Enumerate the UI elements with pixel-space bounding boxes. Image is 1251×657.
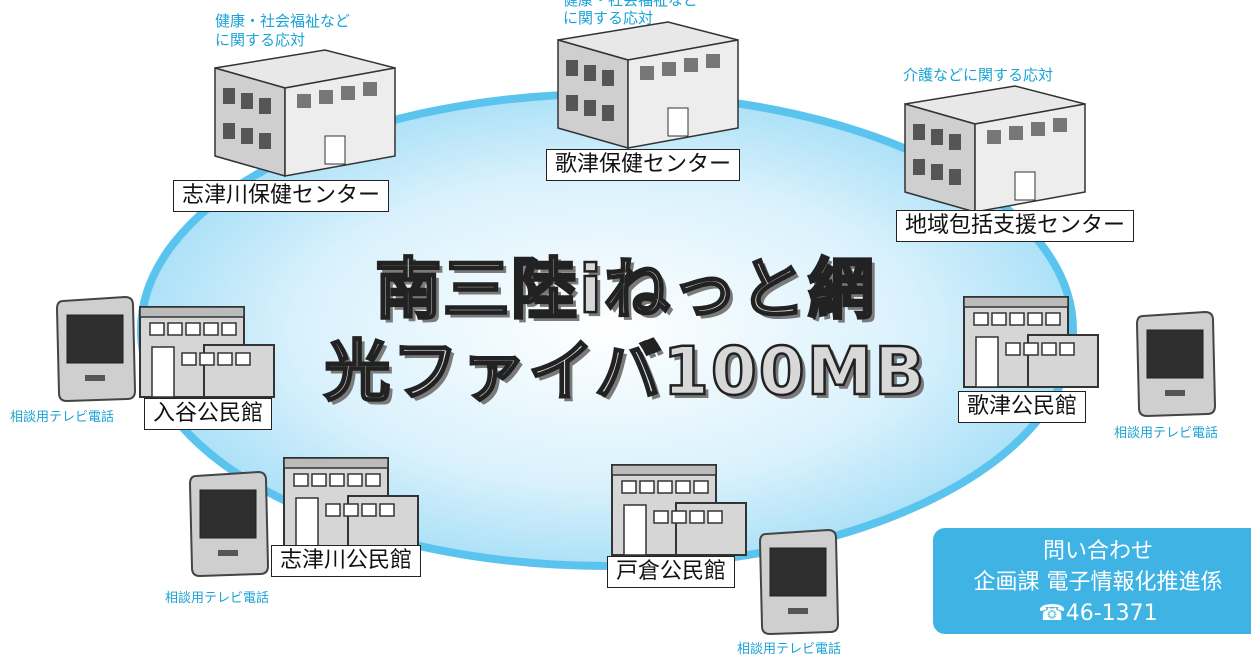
label-iriya-community-hall: 入谷公民館 (144, 398, 273, 430)
label-shizugawa-community-hall: 志津川公民館 (271, 545, 422, 577)
building-utatsu-community-hall (963, 296, 1099, 388)
building-shizugawa-community-hall (283, 457, 419, 549)
contact-heading: 問い合わせ (1042, 539, 1153, 564)
videophone-caption: 相談用テレビ電話 (10, 410, 115, 425)
building-regional-support-center (904, 85, 1086, 213)
building-tokura-community-hall (611, 464, 747, 556)
videophone-icon (188, 470, 270, 578)
videophone-icon (55, 295, 137, 403)
network-title-line2: 光ファイバ100MB (323, 332, 927, 412)
utatsu-health-caption-line2: に関する応対 (563, 9, 654, 27)
label-utatsu-health-center: 歌津保健センター (546, 149, 741, 181)
label-tokura-community-hall: 戸倉公民館 (607, 556, 736, 588)
label-shizugawa-health-center: 志津川保健センター (173, 180, 390, 212)
building-iriya-community-hall (139, 306, 275, 398)
contact-phone[interactable]: ☎46-1371 (1038, 601, 1158, 626)
videophone-caption: 相談用テレビ電話 (1114, 426, 1219, 441)
building-shizugawa-health-center (214, 49, 396, 177)
videophone-caption: 相談用テレビ電話 (165, 591, 270, 606)
contact-box: 問い合わせ 企画課 電子情報化推進係 ☎46-1371 (933, 528, 1251, 634)
shizugawa-health-caption-line1: 健康・社会福祉など (215, 12, 351, 30)
network-title-line1: 南三陸iねっと網 (374, 250, 876, 330)
building-utatsu-health-center (557, 21, 739, 149)
videophone-caption: 相談用テレビ電話 (737, 642, 842, 657)
shizugawa-health-caption-line2: に関する応対 (215, 31, 306, 49)
label-regional-support-center: 地域包括支援センター (896, 210, 1135, 242)
label-utatsu-community-hall: 歌津公民館 (958, 391, 1087, 423)
videophone-icon (1135, 310, 1217, 418)
videophone-icon (758, 528, 840, 636)
utatsu-health-caption-line1: 健康・社会福祉など (563, 0, 699, 9)
contact-department: 企画課 電子情報化推進係 (973, 570, 1223, 595)
regional-support-caption: 介護などに関する応対 (903, 66, 1054, 84)
